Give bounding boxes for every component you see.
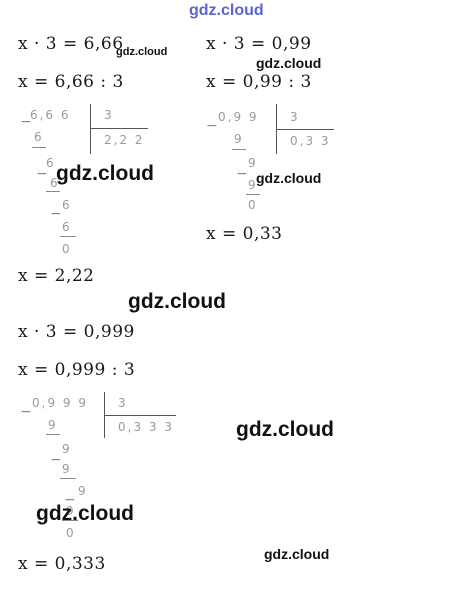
division-bracket-horizontal	[104, 415, 176, 416]
division-bracket-vertical	[90, 104, 91, 154]
underline	[46, 191, 60, 192]
watermark: gdz.cloud	[256, 55, 322, 71]
underline	[46, 434, 60, 435]
watermark: gdz.cloud	[264, 546, 330, 562]
block3-step: 0	[66, 526, 76, 540]
division-bracket-horizontal	[90, 128, 148, 129]
block1-step: 6	[46, 156, 56, 170]
block2-equation-2: x = 0,99 : 3	[206, 72, 312, 92]
block2-step: 9	[234, 132, 244, 146]
underline	[60, 478, 76, 479]
block3-step: 9	[78, 484, 88, 498]
block1-step: 6	[50, 176, 60, 190]
block1-step: 6	[34, 130, 44, 144]
block2-answer: x = 0,33	[206, 224, 283, 244]
block3-equation-2: x = 0,999 : 3	[18, 360, 136, 380]
watermark: gdz.cloud	[236, 418, 334, 441]
block3-answer: x = 0,333	[18, 554, 106, 574]
underline	[32, 147, 46, 148]
division-bracket-horizontal	[276, 129, 334, 130]
block1-equation-2: x = 6,66 : 3	[18, 72, 124, 92]
watermark: gdz.cloud	[56, 162, 154, 185]
block1-dividend: 6,6 6	[30, 108, 71, 122]
minus-sign: −	[20, 114, 32, 130]
block3-dividend: 0,9 9 9	[32, 396, 88, 410]
block1-step: 6	[62, 220, 72, 234]
minus-sign: −	[206, 118, 218, 134]
block2-quotient: 0,3 3	[290, 134, 331, 148]
minus-sign: −	[36, 166, 48, 182]
block1-step: 0	[62, 242, 72, 256]
block3-quotient: 0,3 3 3	[118, 420, 174, 434]
block2-step: 9	[248, 156, 258, 170]
block2-step: 0	[248, 198, 258, 212]
block3-equation-1: x · 3 = 0,999	[18, 322, 135, 342]
underline	[60, 236, 76, 237]
block3-divisor: 3	[118, 396, 128, 410]
minus-sign: −	[50, 452, 62, 468]
block2-divisor: 3	[290, 110, 300, 124]
watermark: gdz.cloud	[116, 46, 168, 58]
block3-step: 9	[62, 462, 72, 476]
block3-step: 9	[66, 504, 76, 518]
block1-answer: x = 2,22	[18, 266, 95, 286]
block2-dividend: 0,9 9	[218, 110, 259, 124]
block3-step: 9	[62, 442, 72, 456]
block1-equation-1: x · 3 = 6,66	[18, 34, 124, 54]
watermark: gdz.cloud	[256, 170, 322, 186]
minus-sign: −	[64, 492, 76, 508]
watermark: gdz.cloud	[36, 502, 134, 525]
block1-step: 6	[62, 198, 72, 212]
underline	[232, 149, 246, 150]
watermark: gdz.cloud	[128, 290, 226, 313]
block2-equation-1: x · 3 = 0,99	[206, 34, 312, 54]
block3-step: 9	[48, 418, 58, 432]
underline	[62, 520, 78, 521]
block1-quotient: 2,2 2	[104, 133, 145, 147]
minus-sign: −	[20, 404, 32, 420]
minus-sign: −	[236, 166, 248, 182]
block1-divisor: 3	[104, 108, 114, 122]
watermark-top: gdz.cloud	[189, 2, 264, 19]
minus-sign: −	[50, 206, 62, 222]
underline	[246, 194, 260, 195]
block2-step: 9	[248, 178, 258, 192]
